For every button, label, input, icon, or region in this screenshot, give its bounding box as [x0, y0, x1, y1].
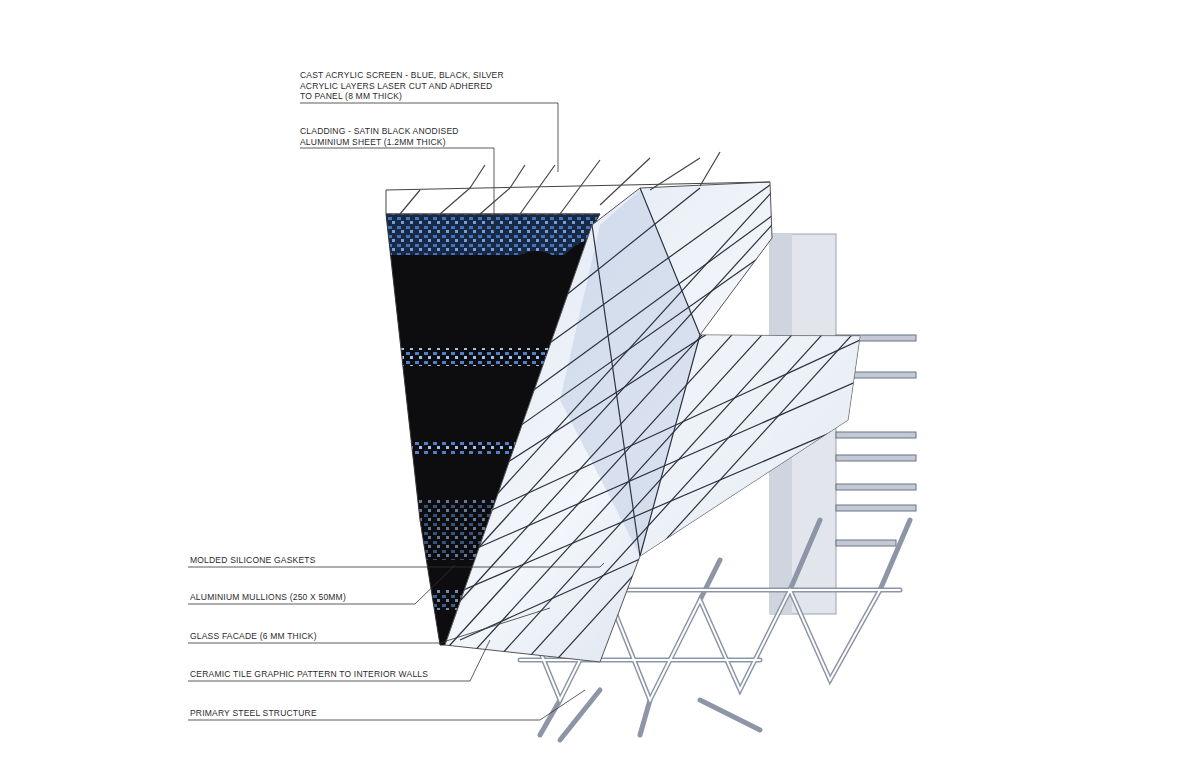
- callout-label: CAST ACRYLIC SCREEN - BLUE, BLACK, SILVE…: [300, 70, 505, 102]
- callout-label: PRIMARY STEEL STRUCTURE: [190, 708, 317, 719]
- callout-label: ALUMINIUM MULLIONS (250 X 50MM): [190, 592, 346, 603]
- callout-label: CLADDING - SATIN BLACK ANODISED ALUMINIU…: [300, 126, 485, 147]
- callout-label: MOLDED SILICONE GASKETS: [190, 555, 316, 566]
- callout-label: CERAMIC TILE GRAPHIC PATTERN TO INTERIOR…: [190, 669, 428, 680]
- callout-label: GLASS FACADE (6 MM THICK): [190, 631, 317, 642]
